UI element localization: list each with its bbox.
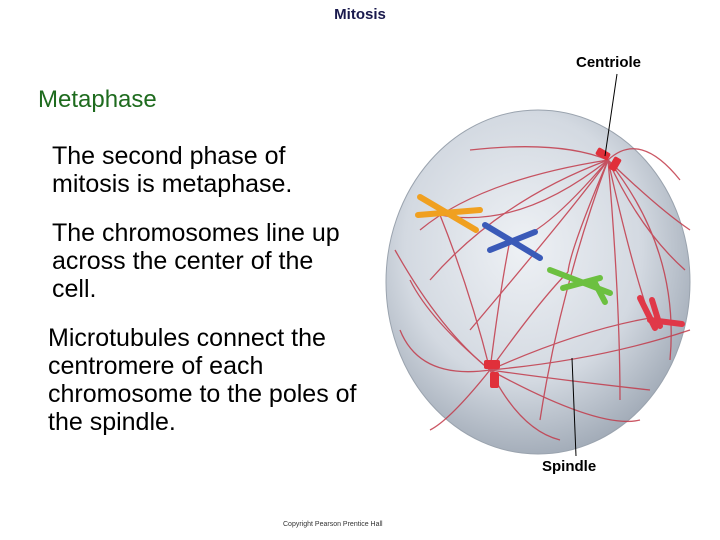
paragraph-second-phase: The second phase of mitosis is metaphase… bbox=[52, 142, 293, 198]
chromosome-blue bbox=[482, 222, 543, 261]
slide-title: Mitosis bbox=[334, 6, 386, 23]
cell-body bbox=[385, 109, 691, 455]
copyright-notice: Copyright Pearson Prentice Hall bbox=[283, 521, 383, 528]
centriole-bottom bbox=[484, 360, 500, 388]
paragraph-microtubules: Microtubules connect the centromere of e… bbox=[48, 324, 357, 436]
paragraph-chromosomes-line-up: The chromosomes line up across the cente… bbox=[52, 219, 340, 303]
chromosome-green bbox=[547, 267, 613, 305]
phase-heading: Metaphase bbox=[38, 86, 157, 113]
centriole-pointer-line bbox=[604, 73, 618, 157]
chromosome-red bbox=[637, 295, 685, 331]
centriole-label: Centriole bbox=[576, 54, 642, 71]
centriole-top bbox=[595, 147, 622, 172]
spindle-fibers bbox=[394, 146, 691, 441]
spindle-label: Spindle bbox=[542, 458, 597, 475]
chromosome-orange bbox=[415, 194, 483, 233]
spindle-pointer-line bbox=[571, 357, 577, 457]
